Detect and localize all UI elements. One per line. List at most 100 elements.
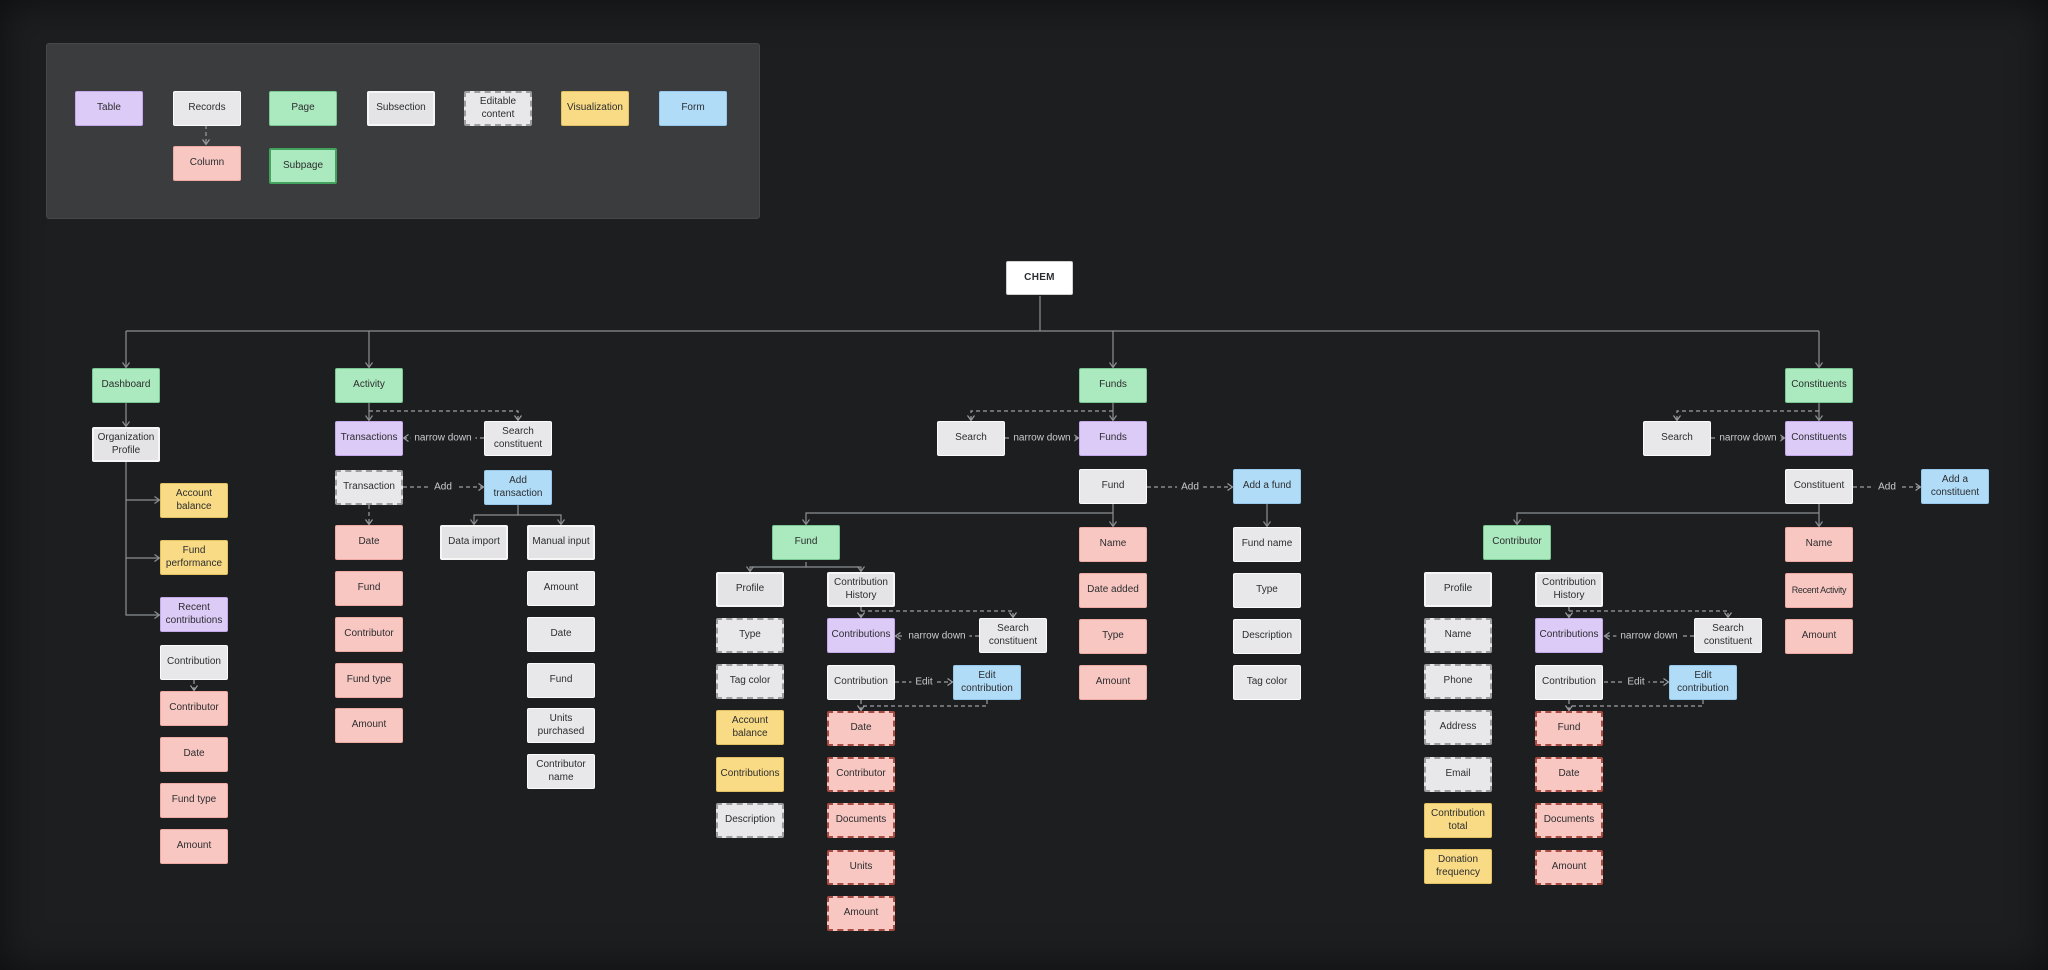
node-act-fund-type[interactable]: Fund type	[335, 663, 403, 698]
connector-label: Add	[430, 480, 456, 494]
node-transaction[interactable]: Transaction	[335, 470, 403, 505]
node-act-search-constituent[interactable]: Search constituent	[484, 421, 552, 456]
node-mid-description[interactable]: Description	[716, 803, 784, 838]
node-af-type[interactable]: Type	[1233, 573, 1301, 608]
node-af-fund-name[interactable]: Fund name	[1233, 527, 1301, 562]
node-af-description[interactable]: Description	[1233, 619, 1301, 654]
node-funds-search[interactable]: Search	[937, 421, 1005, 456]
node-dash-fund-type[interactable]: Fund type	[160, 783, 228, 818]
node-mid-type[interactable]: Type	[716, 618, 784, 653]
node-funds[interactable]: Funds	[1079, 368, 1147, 403]
node-mi-date[interactable]: Date	[527, 617, 595, 652]
node-dash-contribution[interactable]: Contribution	[160, 645, 228, 680]
node-ctb-address[interactable]: Address	[1424, 710, 1492, 745]
node-mid-contributor[interactable]: Contributor	[827, 757, 895, 792]
node-mid-profile[interactable]: Profile	[716, 572, 784, 607]
node-legend-records[interactable]: Records	[173, 91, 241, 126]
node-funds-date-added[interactable]: Date added	[1079, 573, 1147, 608]
node-ctb-documents[interactable]: Documents	[1535, 803, 1603, 838]
node-mi-units-purchased[interactable]: Units purchased	[527, 708, 595, 743]
node-activity[interactable]: Activity	[335, 368, 403, 403]
node-fund-performance[interactable]: Fund performance	[160, 540, 228, 575]
node-funds-type[interactable]: Type	[1079, 619, 1147, 654]
connector-label: narrow down	[410, 431, 476, 445]
node-funds-name[interactable]: Name	[1079, 527, 1147, 562]
node-ctb-fund[interactable]: Fund	[1535, 711, 1603, 746]
node-funds-fund[interactable]: Fund	[1079, 469, 1147, 504]
connector	[369, 410, 522, 422]
node-dash-contributor[interactable]: Contributor	[160, 691, 228, 726]
node-legend-table[interactable]: Table	[75, 91, 143, 126]
node-account-balance[interactable]: Account balance	[160, 483, 228, 518]
node-con-recent-activity[interactable]: Recent Activity	[1785, 573, 1853, 608]
node-legend-visualization[interactable]: Visualization	[561, 91, 629, 126]
node-mid-fund[interactable]: Fund	[772, 525, 840, 560]
node-mid-edit-contribution[interactable]: Edit contribution	[953, 665, 1021, 700]
node-add-transaction[interactable]: Add transaction	[484, 470, 552, 505]
node-dash-date[interactable]: Date	[160, 737, 228, 772]
node-ctb-profile[interactable]: Profile	[1424, 572, 1492, 607]
node-chem-root[interactable]: CHEM	[1006, 261, 1073, 295]
node-act-amount[interactable]: Amount	[335, 708, 403, 743]
node-add-a-constituent[interactable]: Add a constituent	[1921, 469, 1989, 504]
node-ctb-email[interactable]: Email	[1424, 757, 1492, 792]
node-ctb-donation-frequency[interactable]: Donation frequency	[1424, 849, 1492, 884]
node-ctb-name[interactable]: Name	[1424, 618, 1492, 653]
node-mid-contributions[interactable]: Contributions	[827, 618, 895, 653]
node-mid-tag-color[interactable]: Tag color	[716, 664, 784, 699]
node-add-a-fund[interactable]: Add a fund	[1233, 469, 1301, 504]
node-legend-form[interactable]: Form	[659, 91, 727, 126]
node-ctb-search-constituent[interactable]: Search constituent	[1694, 618, 1762, 653]
node-organization-profile[interactable]: Organization Profile	[92, 427, 160, 462]
node-mid-date[interactable]: Date	[827, 711, 895, 746]
connector	[125, 500, 161, 562]
node-recent-contributions[interactable]: Recent contributions	[160, 597, 228, 632]
node-ctb-contribution-history[interactable]: Contribution History	[1535, 572, 1603, 607]
node-con-search[interactable]: Search	[1643, 421, 1711, 456]
node-contributor[interactable]: Contributor	[1483, 525, 1551, 560]
node-act-contributor[interactable]: Contributor	[335, 617, 403, 652]
node-constituent[interactable]: Constituent	[1785, 469, 1853, 504]
node-mid-amount[interactable]: Amount	[827, 896, 895, 931]
node-constituents-table[interactable]: Constituents	[1785, 421, 1853, 456]
node-mid-contributions-viz[interactable]: Contributions	[716, 757, 784, 792]
node-legend-column[interactable]: Column	[173, 146, 241, 181]
node-con-amount[interactable]: Amount	[1785, 619, 1853, 654]
node-constituents[interactable]: Constituents	[1785, 368, 1853, 403]
legend-panel	[46, 43, 760, 219]
node-funds-amount[interactable]: Amount	[1079, 665, 1147, 700]
node-legend-editable-content[interactable]: Editable content	[464, 91, 532, 126]
node-af-tag-color[interactable]: Tag color	[1233, 665, 1301, 700]
connector	[746, 562, 807, 573]
node-con-name[interactable]: Name	[1785, 527, 1853, 562]
node-mi-fund[interactable]: Fund	[527, 663, 595, 698]
node-mi-amount[interactable]: Amount	[527, 571, 595, 606]
node-ctb-phone[interactable]: Phone	[1424, 664, 1492, 699]
node-ctb-contribution-total[interactable]: Contribution total	[1424, 803, 1492, 838]
node-mid-contribution-history[interactable]: Contribution History	[827, 572, 895, 607]
node-act-fund[interactable]: Fund	[335, 571, 403, 606]
node-data-import[interactable]: Data import	[440, 525, 508, 560]
node-legend-subpage[interactable]: Subpage	[269, 148, 337, 184]
node-legend-page[interactable]: Page	[269, 91, 337, 126]
node-ctb-contributions[interactable]: Contributions	[1535, 618, 1603, 653]
node-transactions[interactable]: Transactions	[335, 421, 403, 456]
node-mid-account-balance[interactable]: Account balance	[716, 710, 784, 745]
node-manual-input[interactable]: Manual input	[527, 525, 595, 560]
node-dashboard[interactable]: Dashboard	[92, 368, 160, 403]
connector-label: narrow down	[1715, 431, 1781, 445]
node-act-date[interactable]: Date	[335, 525, 403, 560]
node-ctb-contribution[interactable]: Contribution	[1535, 665, 1603, 700]
node-ctb-date[interactable]: Date	[1535, 757, 1603, 792]
node-mid-units[interactable]: Units	[827, 850, 895, 885]
node-mid-contribution[interactable]: Contribution	[827, 665, 895, 700]
node-mid-search-constituent[interactable]: Search constituent	[979, 618, 1047, 653]
node-dash-amount[interactable]: Amount	[160, 829, 228, 864]
connector-label: Edit	[1623, 675, 1649, 689]
node-mi-contributor-name[interactable]: Contributor name	[527, 754, 595, 789]
node-ctb-amount[interactable]: Amount	[1535, 850, 1603, 885]
node-funds-table[interactable]: Funds	[1079, 421, 1147, 456]
node-legend-subsection[interactable]: Subsection	[367, 91, 435, 126]
node-mid-documents[interactable]: Documents	[827, 803, 895, 838]
node-ctb-edit-contribution[interactable]: Edit contribution	[1669, 665, 1737, 700]
